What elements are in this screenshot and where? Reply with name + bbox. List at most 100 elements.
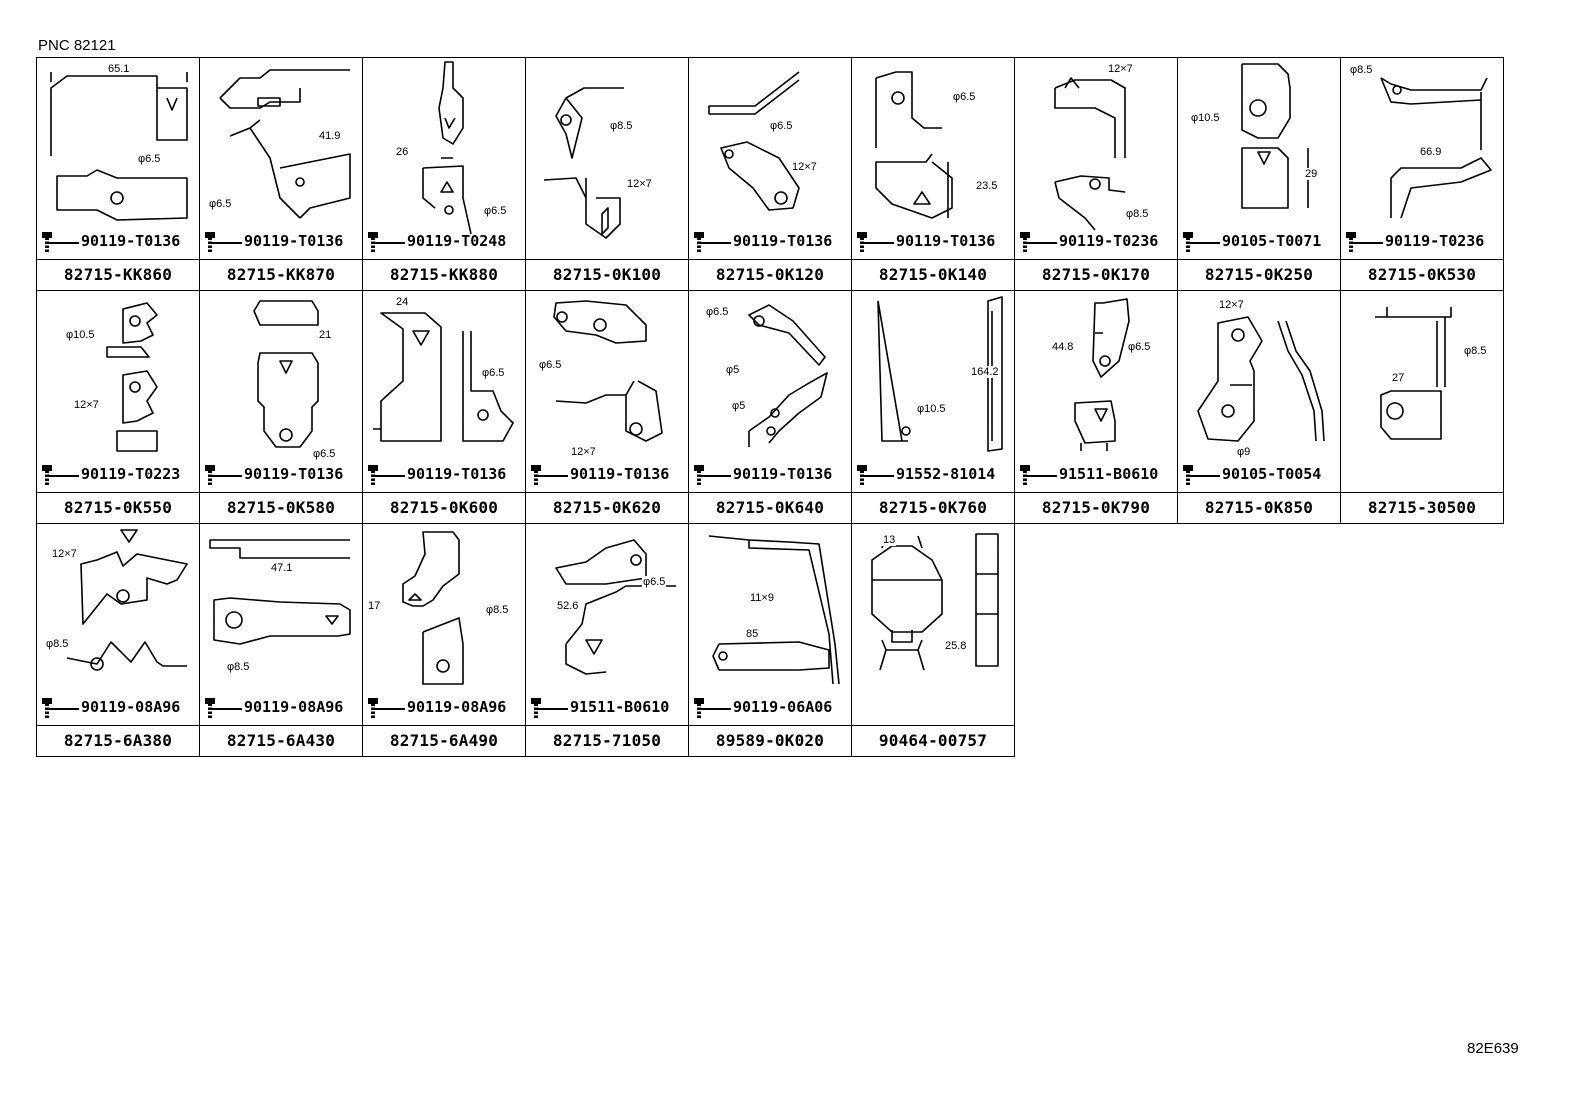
dimension-label: 44.8 (1051, 341, 1075, 353)
part-drawing (553, 300, 663, 442)
part-drawing (877, 296, 1003, 452)
dimension-label: φ6.5 (1127, 341, 1152, 353)
bolt-icon (1020, 465, 1057, 485)
bolt-part-number: 91511-B0610 (1059, 465, 1159, 483)
part-drawing (422, 61, 472, 235)
bolt-part-number: 90119-T0248 (407, 232, 507, 250)
dimension-label: 52.6 (556, 600, 580, 612)
part-drawing (1074, 298, 1130, 451)
dimension-label: 12×7 (570, 446, 597, 458)
dimension-label: φ5 (731, 400, 747, 412)
bolt-icon (1183, 232, 1220, 252)
part-number-label[interactable]: 82715-0K170 (1015, 259, 1177, 290)
part-number-label[interactable]: 82715-0K550 (37, 492, 199, 523)
dimension-label: 27 (1391, 372, 1406, 384)
part-drawing (50, 72, 188, 221)
dimension-label: φ6.5 (705, 306, 730, 318)
dimension-label: φ8.5 (1463, 345, 1488, 357)
bolt-icon (857, 465, 894, 485)
dimension-label: φ8.5 (45, 638, 70, 650)
part-outline (373, 312, 514, 442)
dimension-label: 164.2 (970, 366, 1000, 378)
part-number-label[interactable]: 82715-0K600 (363, 492, 525, 523)
part-number-label[interactable]: 82715-0K580 (200, 492, 362, 523)
dimension-label: 26 (395, 146, 410, 158)
part-number-label[interactable]: 82715-0K620 (526, 492, 688, 523)
bolt-part-number: 90119-T0236 (1059, 232, 1159, 250)
part-drawing (402, 531, 464, 685)
part-outline (1241, 63, 1309, 209)
part-number-label[interactable]: 82715-KK880 (363, 259, 525, 290)
part-number-label[interactable]: 82715-0K790 (1015, 492, 1177, 523)
dimension-label: 21 (318, 329, 333, 341)
bolt-icon (205, 232, 242, 252)
part-number-label[interactable]: 82715-0K850 (1178, 492, 1340, 523)
bolt-part-number: 90119-T0236 (1385, 232, 1485, 250)
bolt-part-number: 90119-T0136 (81, 232, 181, 250)
part-outline (66, 529, 188, 671)
bolt-part-number: 90119-T0136 (244, 465, 344, 483)
part-number-label[interactable]: 82715-6A380 (37, 725, 199, 756)
part-number-label[interactable]: 90464-00757 (852, 725, 1014, 756)
bolt-icon (531, 698, 568, 718)
bolt-icon (42, 465, 79, 485)
part-number-label[interactable]: 82715-0K120 (689, 259, 851, 290)
part-number-label[interactable]: 82715-KK860 (37, 259, 199, 290)
part-number-label[interactable]: 82715-0K100 (526, 259, 688, 290)
dimension-label: 47.1 (270, 562, 294, 574)
bolt-part-number: 91511-B0610 (570, 698, 670, 716)
dimension-label: φ6.5 (481, 367, 506, 379)
dimension-label: 12×7 (73, 399, 100, 411)
part-drawing (209, 539, 351, 645)
bolt-icon (857, 232, 894, 252)
part-number-label[interactable]: 82715-0K640 (689, 492, 851, 523)
part-outline (871, 533, 999, 671)
part-drawing (708, 535, 840, 685)
part-drawing (219, 69, 351, 219)
part-drawing (1054, 77, 1126, 231)
dimension-label: 66.9 (1419, 146, 1443, 158)
part-number-label[interactable]: 82715-0K140 (852, 259, 1014, 290)
dimension-label: φ9 (1236, 446, 1252, 458)
part-outline (106, 302, 158, 452)
dimension-label: 25.8 (944, 640, 968, 652)
part-number-label[interactable]: 82715-0K530 (1341, 259, 1503, 290)
bolt-part-number: 90119-T0136 (570, 465, 670, 483)
bolt-icon (694, 232, 731, 252)
part-drawing (1375, 307, 1452, 440)
part-number-label[interactable]: 82715-0K250 (1178, 259, 1340, 290)
part-outline (708, 535, 840, 685)
bolt-part-number: 90119-06A06 (733, 698, 833, 716)
bolt-part-number: 90119-08A96 (407, 698, 507, 716)
bolt-part-number: 90119-T0136 (896, 232, 996, 250)
part-drawing (106, 302, 158, 452)
part-number-label[interactable]: 89589-0K020 (689, 725, 851, 756)
bolt-icon (1346, 232, 1383, 252)
dimension-label: φ6.5 (769, 120, 794, 132)
bolt-part-number: 90119-T0136 (733, 465, 833, 483)
part-number-label[interactable]: 82715-30500 (1341, 492, 1503, 523)
bolt-part-number: 90119-T0136 (407, 465, 507, 483)
dimension-label: 13 (882, 534, 897, 546)
dimension-label: φ8.5 (485, 604, 510, 616)
part-outline (543, 87, 624, 239)
dimension-label: φ6.5 (483, 205, 508, 217)
dimension-label: φ6.5 (538, 359, 563, 371)
dimension-label: 11×9 (749, 592, 775, 604)
part-number-label[interactable]: 82715-6A430 (200, 725, 362, 756)
part-number-label[interactable]: 82715-71050 (526, 725, 688, 756)
part-number-label[interactable]: 82715-6A490 (363, 725, 525, 756)
dimension-label: φ6.5 (208, 198, 233, 210)
part-number-label[interactable]: 82715-0K760 (852, 492, 1014, 523)
part-number-label[interactable]: 82715-KK870 (200, 259, 362, 290)
dimension-label: 24 (395, 296, 410, 308)
bolt-part-number: 90105-T0071 (1222, 232, 1322, 250)
part-drawing (875, 71, 953, 219)
part-drawing (871, 533, 999, 671)
